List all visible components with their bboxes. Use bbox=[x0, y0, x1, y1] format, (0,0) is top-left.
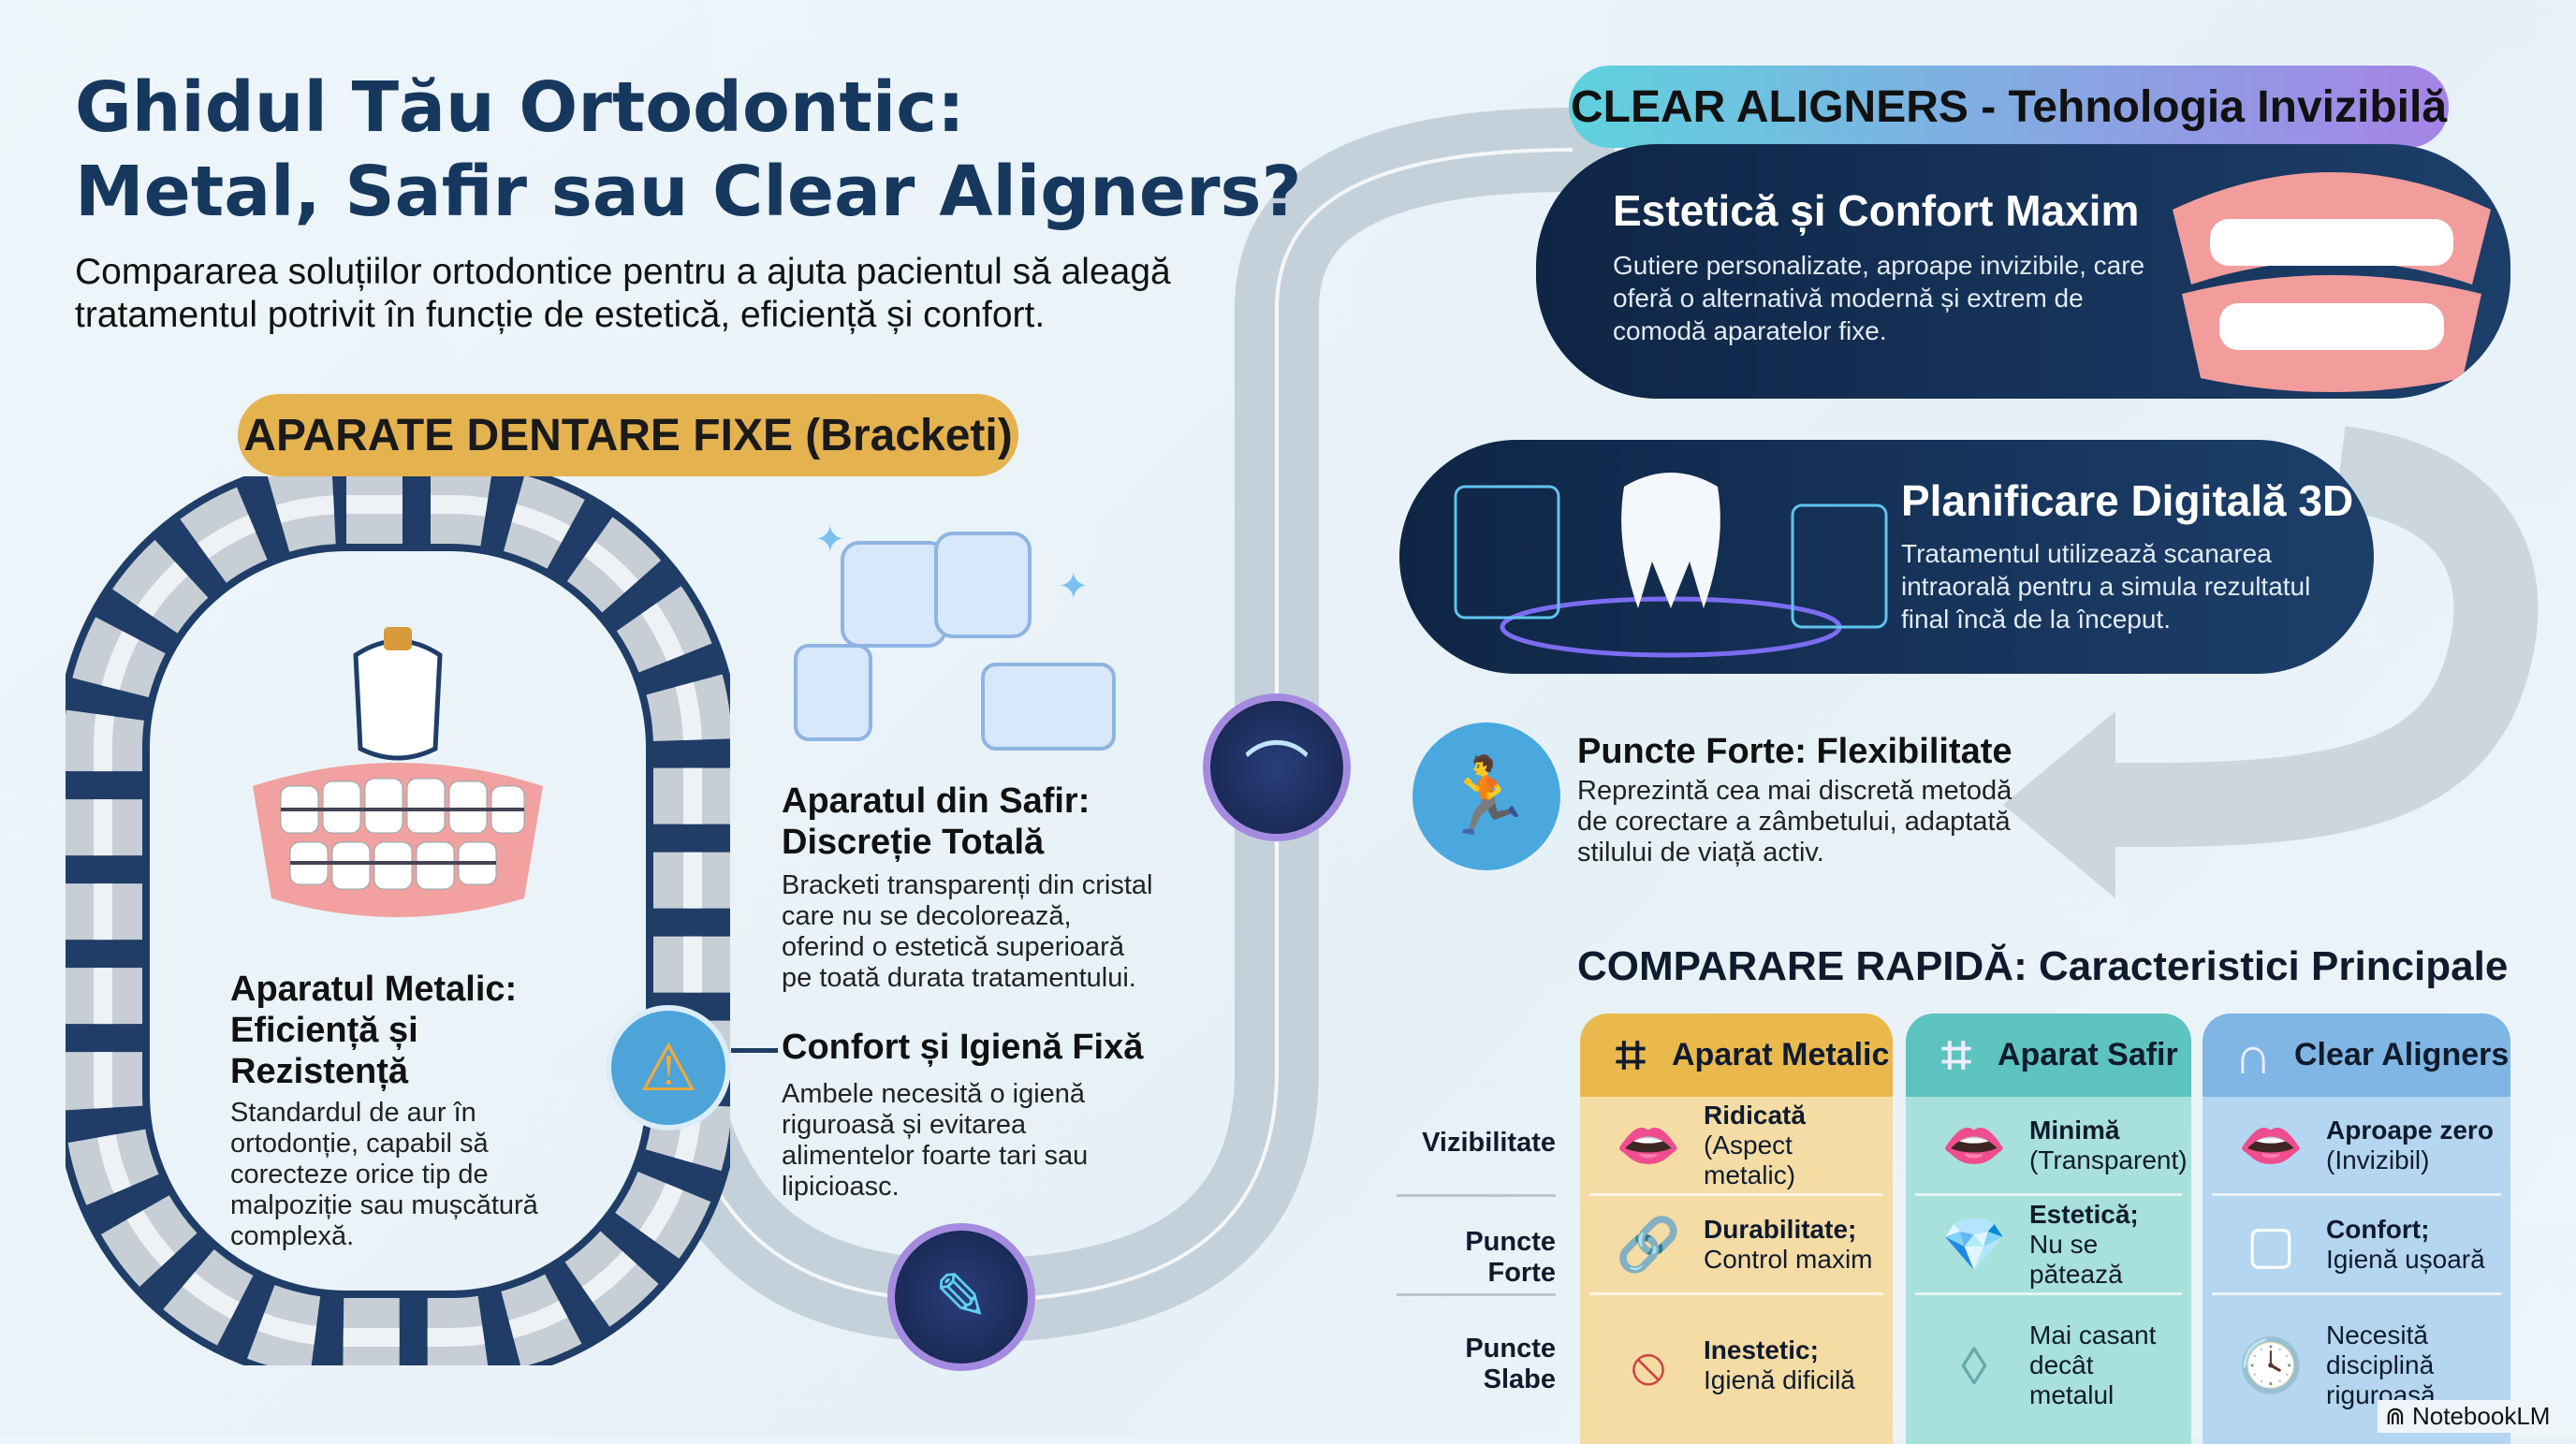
strength-section: Puncte Forte: Flexibilitate Reprezintă c… bbox=[1577, 731, 2027, 868]
aesthetics-description: Gutiere personalizate, aproape invizibil… bbox=[1613, 251, 2145, 345]
chain-link-icon: 🔗 bbox=[1616, 1214, 1681, 1274]
column-sapphire: ⌗ Aparat Safir 👄 Minimă(Transparent) 💎 Este… bbox=[1906, 1014, 2191, 1444]
digital-planning-card: Planificare Digitală 3D Tratamentul util… bbox=[1399, 440, 2374, 674]
cell-bold: Aproape zero bbox=[2326, 1115, 2494, 1145]
comfort-section: Confort și Igienă Fixă Ambele necesită o… bbox=[782, 1027, 1156, 1203]
metal-description: Standardul de aur în ortodonție, capabil… bbox=[230, 1098, 538, 1251]
strength-description: Reprezintă cea mai discretă metodă de co… bbox=[1577, 776, 2012, 868]
row-divider bbox=[1397, 1194, 1556, 1197]
row-label: Vizibilitate bbox=[1422, 1128, 1556, 1158]
cell-bold: Ridicată bbox=[1704, 1100, 1806, 1130]
strength-title: Puncte Forte: Flexibilitate bbox=[1577, 732, 2012, 771]
diamond-icon: 💎 bbox=[1941, 1214, 2007, 1274]
cell-bold: Durabilitate; bbox=[1704, 1214, 1857, 1244]
bracket-icon: ⌗ bbox=[1616, 1025, 1646, 1084]
cell-text: (Aspect metalic) bbox=[1704, 1130, 1796, 1189]
column-header: Aparat Safir bbox=[1998, 1037, 2178, 1072]
clear-aligners-banner: CLEAR ALIGNERS - Tehnologia Invizibilă bbox=[1569, 66, 2449, 148]
no-food-icon: ⦸ bbox=[1631, 1335, 1666, 1394]
pillow-icon: ▢ bbox=[2246, 1214, 2296, 1274]
cell-text: Mai casant decât metalul bbox=[2029, 1320, 2157, 1409]
row-label: Puncte Slabe bbox=[1465, 1334, 1556, 1394]
smile-braces-icon: 👄 bbox=[1616, 1115, 1681, 1174]
cell-bold: Minimă bbox=[2029, 1115, 2120, 1145]
smile-icon: 👄 bbox=[1941, 1115, 2007, 1174]
cell-text: (Transparent) bbox=[2029, 1145, 2188, 1174]
svg-text:✦: ✦ bbox=[814, 519, 846, 561]
cell-text: Necesită disciplină riguroasă bbox=[2326, 1320, 2436, 1409]
digital-tooth-icon bbox=[1454, 473, 1888, 658]
row-divider bbox=[1397, 1293, 1556, 1296]
arrow-head bbox=[2003, 711, 2115, 898]
digital-planning-description: Tratamentul utilizează scanarea intraora… bbox=[1901, 539, 2311, 634]
page-subtitle: Compararea soluțiilor ortodontice pentru… bbox=[75, 252, 1171, 335]
aligner-tray-icon: ∩ bbox=[2233, 1026, 2273, 1085]
page-title: Ghidul Tău Ortodontic:Metal, Safir sau C… bbox=[75, 67, 1302, 232]
aligner-icon: ⌒ bbox=[1203, 693, 1351, 841]
notebooklm-watermark: ⋒ NotebookLM bbox=[2378, 1400, 2558, 1433]
aesthetics-card: Estetică și Confort Maxim Gutiere person… bbox=[1536, 144, 2510, 399]
cell-text: Nu se pătează bbox=[2029, 1229, 2123, 1289]
row-label: Puncte Forte bbox=[1465, 1227, 1556, 1288]
cell-bold: Estetică; bbox=[2029, 1199, 2139, 1229]
column-header: Aparat Metalic bbox=[1672, 1037, 1890, 1072]
warning-icon: ⚠ bbox=[606, 1005, 731, 1130]
metal-heading: Aparatul Metalic: Eficiență și Rezistenț… bbox=[230, 970, 518, 1091]
svg-text:✦: ✦ bbox=[1058, 566, 1090, 607]
comfort-description: Ambele necesită o igienă riguroasă și ev… bbox=[782, 1079, 1089, 1202]
cell-bold: Confort; bbox=[2326, 1214, 2430, 1244]
column-metal: ⌗ Aparat Metalic 👄 Ridicată(Aspect metalic… bbox=[1580, 1014, 1893, 1444]
digital-planning-title: Planificare Digitală 3D bbox=[1901, 476, 2354, 525]
cell-text: (Invizibil) bbox=[2326, 1145, 2430, 1174]
clock-icon: 🕓 bbox=[2238, 1335, 2304, 1394]
cell-text: Igienă ușoară bbox=[2326, 1244, 2485, 1274]
comfort-heading: Confort și Igienă Fixă bbox=[782, 1028, 1144, 1067]
braces-teeth-icon bbox=[253, 627, 543, 917]
metal-braces-section: Aparatul Metalic: Eficiență și Rezistenț… bbox=[230, 969, 605, 1252]
cell-text: Igienă dificilă bbox=[1704, 1365, 1855, 1394]
column-header: Clear Aligners bbox=[2294, 1037, 2510, 1072]
aesthetics-title: Estetică și Confort Maxim bbox=[1613, 186, 2140, 235]
sapphire-brackets-icon: ✦✦ bbox=[794, 519, 1116, 751]
cell-bold: Inestetic; bbox=[1704, 1335, 1819, 1364]
toothbrush-icon: ✎ bbox=[887, 1223, 1035, 1371]
sapphire-description: Bracketi transparenți din cristal care n… bbox=[782, 870, 1153, 993]
aligner-teeth-icon bbox=[2173, 172, 2491, 392]
chain-illustration bbox=[66, 476, 730, 1365]
comparison-title: COMPARARE RAPIDĂ: Caracteristici Princip… bbox=[1577, 943, 2509, 989]
connector-line bbox=[731, 1048, 778, 1053]
active-woman-icon: 🏃 bbox=[1412, 722, 1560, 870]
fixed-braces-banner: APARATE DENTARE FIXE (Bracketi) bbox=[238, 394, 1018, 476]
clear-bracket-icon: ⌗ bbox=[1941, 1025, 1971, 1084]
column-aligners: ∩ Clear Aligners 👄 Aproape zero(Invizibil)… bbox=[2203, 1014, 2510, 1444]
cell-text: Control maxim bbox=[1704, 1244, 1873, 1274]
sapphire-braces-section: Aparatul din Safir: Discreție Totală Bra… bbox=[782, 780, 1156, 994]
notebooklm-logo-icon: ⋒ bbox=[2385, 1402, 2413, 1430]
smile-icon: 👄 bbox=[2238, 1115, 2304, 1174]
cracked-crystal-icon: ◊ bbox=[1961, 1335, 1987, 1395]
sapphire-heading: Aparatul din Safir: Discreție Totală bbox=[782, 781, 1090, 862]
